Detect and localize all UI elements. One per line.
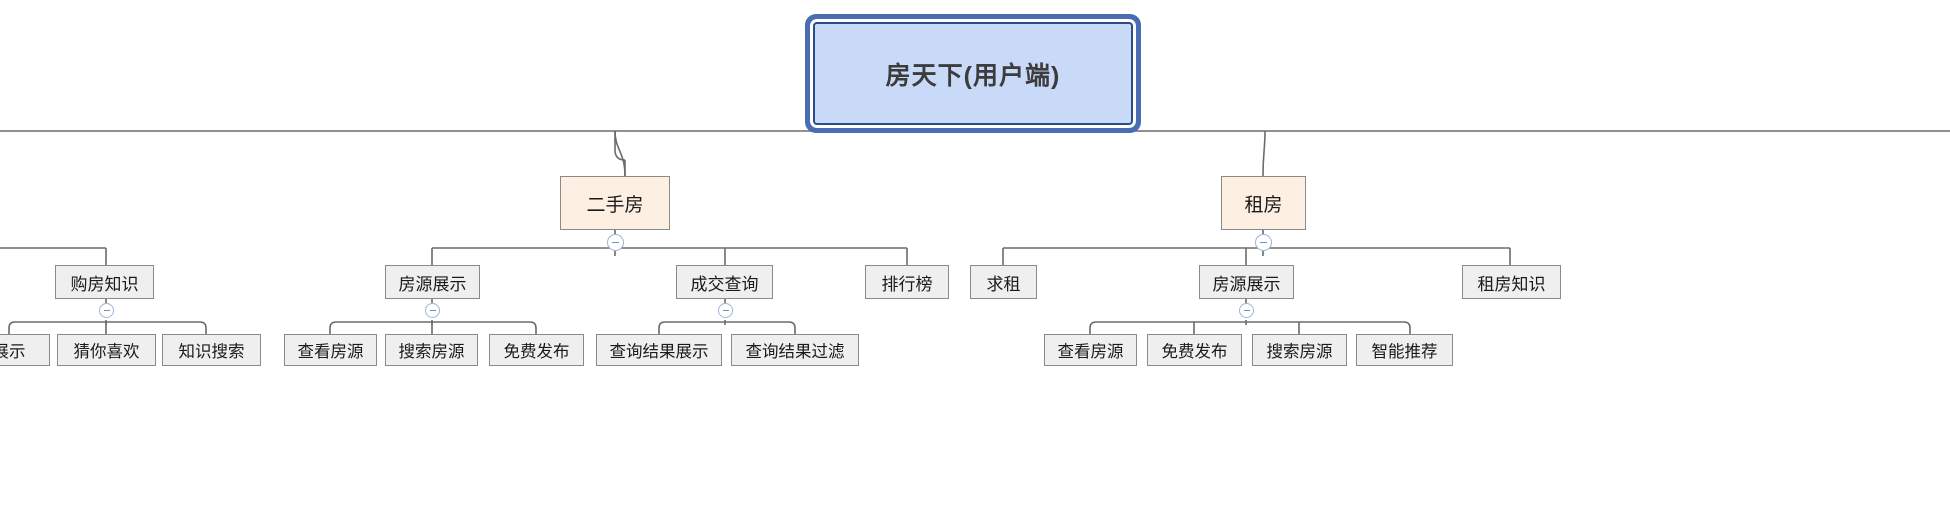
node-zufang-label: 租房	[1244, 194, 1283, 216]
node-mianfeifabu-1[interactable]: 免费发布	[489, 334, 584, 366]
node-zhishisousuo[interactable]: 知识搜索	[162, 334, 261, 366]
node-qiuzu-label: 求租	[986, 274, 1021, 294]
edge-fy1-children-bracket	[329, 321, 537, 334]
collapse-toggle-chengjiaochaxun-icon[interactable]	[718, 303, 733, 318]
minus-icon	[1260, 241, 1267, 244]
node-fangyuanzhanshi-2-label: 房源展示	[1212, 274, 1281, 294]
node-ershoufang-label: 二手房	[586, 194, 644, 216]
node-zhanshi-label: 展示	[0, 343, 26, 361]
root-node-fangtianxia[interactable]: 房天下(用户端)	[813, 22, 1133, 125]
node-cainixihuan[interactable]: 猜你喜欢	[57, 334, 156, 366]
node-mianfeifabu-2[interactable]: 免费发布	[1147, 334, 1242, 366]
node-chaxunjieguozhanshi-label: 查询结果展示	[609, 343, 709, 361]
minus-icon	[612, 241, 619, 244]
collapse-toggle-fangyuanzhanshi-2-icon[interactable]	[1239, 303, 1254, 318]
node-goufangzhishi-label: 购房知识	[70, 274, 139, 294]
node-chakanfangyuan-1[interactable]: 查看房源	[284, 334, 377, 366]
node-chaxunjieguozhanshi[interactable]: 查询结果展示	[596, 334, 722, 366]
node-chaxunjieguoguolv-label: 查询结果过滤	[745, 343, 845, 361]
node-sousuofangyuan-1[interactable]: 搜索房源	[385, 334, 478, 366]
node-chakanfangyuan-2-label: 查看房源	[1057, 343, 1124, 361]
minus-icon	[722, 309, 729, 312]
node-chakanfangyuan-2[interactable]: 查看房源	[1044, 334, 1137, 366]
collapse-toggle-goufangzhishi-icon[interactable]	[99, 303, 114, 318]
node-zhinengtuijian-label: 智能推荐	[1371, 343, 1438, 361]
node-zhanshi[interactable]: 展示	[0, 334, 50, 366]
collapse-toggle-zufang-icon[interactable]	[1255, 234, 1272, 251]
node-zhishisousuo-label: 知识搜索	[178, 343, 245, 361]
edge-fy2-children-bracket	[1089, 321, 1411, 334]
node-fangyuanzhanshi-1-label: 房源展示	[398, 274, 467, 294]
node-zufangzhishi[interactable]: 租房知识	[1462, 265, 1561, 299]
node-sousuofangyuan-1-label: 搜索房源	[398, 343, 465, 361]
edge-cj-children-bracket	[658, 321, 796, 334]
node-chakanfangyuan-1-label: 查看房源	[297, 343, 364, 361]
node-chaxunjieguoguolv[interactable]: 查询结果过滤	[731, 334, 859, 366]
collapse-toggle-ershoufang-icon[interactable]	[607, 234, 624, 251]
node-fangyuanzhanshi-1[interactable]: 房源展示	[385, 265, 480, 299]
node-zufang[interactable]: 租房	[1221, 176, 1306, 230]
edge-bus-to-zufang	[1262, 130, 1266, 177]
node-paihangbang[interactable]: 排行榜	[865, 265, 949, 299]
node-mianfeifabu-1-label: 免费发布	[503, 343, 570, 361]
node-paihangbang-label: 排行榜	[881, 274, 933, 294]
edge-bus-to-ershoufang	[614, 130, 626, 177]
node-qiuzu[interactable]: 求租	[970, 265, 1037, 299]
node-sousuofangyuan-2[interactable]: 搜索房源	[1252, 334, 1347, 366]
minus-icon	[103, 309, 110, 312]
node-goufangzhishi[interactable]: 购房知识	[55, 265, 154, 299]
node-sousuofangyuan-2-label: 搜索房源	[1266, 343, 1333, 361]
node-mianfeifabu-2-label: 免费发布	[1161, 343, 1228, 361]
minus-icon	[1243, 309, 1250, 312]
edge-goufangzhishi-children-bracket	[8, 321, 207, 334]
node-ershoufang[interactable]: 二手房	[560, 176, 670, 230]
minus-icon	[429, 309, 436, 312]
node-zhinengtuijian[interactable]: 智能推荐	[1356, 334, 1453, 366]
collapse-toggle-fangyuanzhanshi-1-icon[interactable]	[425, 303, 440, 318]
node-zufangzhishi-label: 租房知识	[1477, 274, 1546, 294]
node-chengjiaochaxun-label: 成交查询	[690, 274, 759, 294]
edge-bus-to-ershoufang-a	[614, 131, 626, 161]
node-chengjiaochaxun[interactable]: 成交查询	[676, 265, 773, 299]
node-fangyuanzhanshi-2[interactable]: 房源展示	[1199, 265, 1294, 299]
root-node-label: 房天下(用户端)	[885, 61, 1061, 90]
node-cainixihuan-label: 猜你喜欢	[73, 343, 140, 361]
